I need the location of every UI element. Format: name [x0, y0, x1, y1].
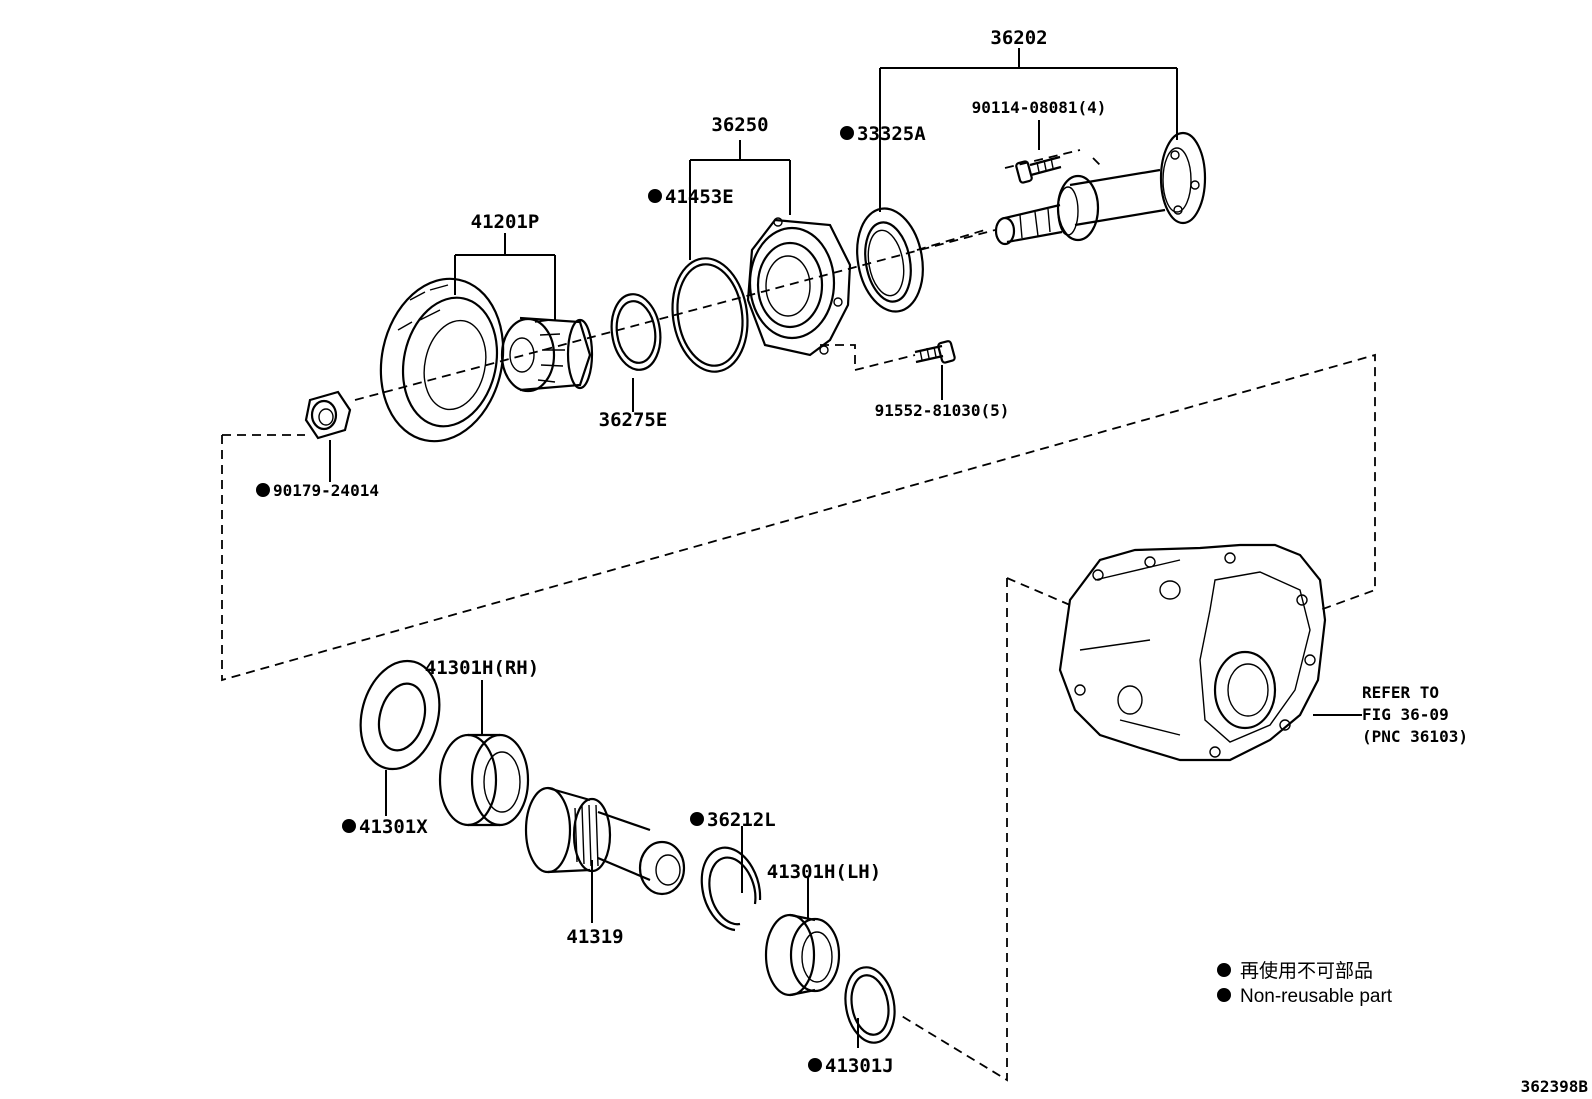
label-36202: 36202 [990, 27, 1047, 49]
label-41301x: 41301X [359, 816, 428, 838]
label-41301j: 41301J [825, 1055, 894, 1077]
label-33325a: 33325A [857, 123, 926, 145]
bearing-41301h-rh-part [438, 733, 530, 827]
output-shaft-part [994, 131, 1207, 246]
bolt-90114-part [1015, 155, 1062, 184]
shim-36275e-part [610, 293, 662, 371]
non-reusable-marker [840, 126, 854, 140]
legend-marker-en [1217, 988, 1231, 1002]
oil-seal-33325a-part [856, 207, 924, 313]
non-reusable-marker [808, 1058, 822, 1072]
bolt-91552-part [914, 340, 956, 364]
nut-90179-part [304, 390, 352, 440]
o-ring-41453e-part [671, 257, 749, 373]
legend: 再使用不可部品 Non-reusable part [1217, 960, 1393, 1007]
bearing-41301h-lh-part [764, 913, 841, 997]
transaxle-housing-part [1058, 543, 1327, 762]
dashed-guide-lines [221, 149, 1376, 1082]
figure-id: 362398B [1521, 1077, 1589, 1096]
refer-to-note: REFER TO FIG 36-09 (PNC 36103) [1362, 683, 1468, 746]
refer-line-1: REFER TO [1362, 683, 1439, 702]
label-36275e: 36275E [599, 409, 668, 431]
legend-marker-jp [1217, 963, 1231, 977]
non-reusable-marker [648, 189, 662, 203]
label-41201p: 41201P [471, 211, 540, 233]
non-reusable-marker [256, 483, 270, 497]
non-reusable-marker [690, 812, 704, 826]
label-90114-08081: 90114-08081(4) [972, 98, 1107, 117]
ring-gear-41201p-part [379, 277, 594, 443]
bearing-retainer-36250-part [746, 217, 852, 357]
label-41453e: 41453E [665, 186, 734, 208]
legend-text-en: Non-reusable part [1240, 986, 1393, 1007]
part-labels: 36202 90114-08081(4) 33325A 36250 41453E… [256, 27, 1106, 1077]
label-41301h-rh: 41301H(RH) [425, 657, 539, 679]
snap-ring-36212l-part [700, 846, 762, 932]
label-36212l: 36212L [707, 809, 776, 831]
thrust-washer-41301x-part [359, 659, 441, 771]
label-41301h-lh: 41301H(LH) [767, 861, 881, 883]
refer-line-2: FIG 36-09 [1362, 705, 1449, 724]
non-reusable-marker [342, 819, 356, 833]
legend-text-jp: 再使用不可部品 [1240, 960, 1373, 982]
refer-line-3: (PNC 36103) [1362, 727, 1468, 746]
label-41319: 41319 [566, 926, 623, 948]
side-gear-shaft-41319-part [524, 786, 686, 896]
label-36250: 36250 [711, 114, 768, 136]
label-90179-24014: 90179-24014 [273, 481, 379, 500]
oil-seal-41301j-part [844, 966, 896, 1044]
label-91552-81030: 91552-81030(5) [875, 401, 1010, 420]
